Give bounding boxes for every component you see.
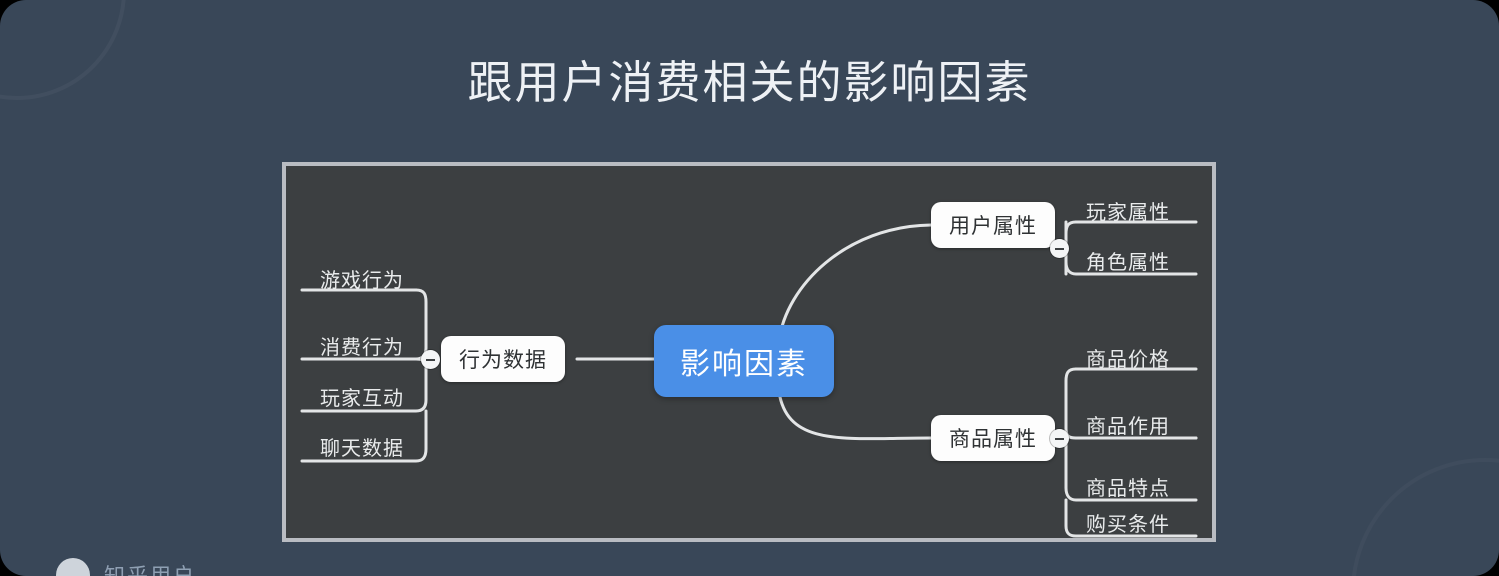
mindmap-branch-behavior-data[interactable]: 行为数据 xyxy=(441,336,565,382)
leaf-line-chat-data xyxy=(300,409,428,463)
mindmap-branch-user-attributes[interactable]: 用户属性 xyxy=(931,202,1055,248)
mindmap-root-label: 影响因素 xyxy=(680,348,808,381)
mindmap-frame: 影响因素 行为数据 游戏行为 消费行为 玩家互动 聊天数据 用户属性 玩家属性 … xyxy=(282,162,1216,542)
page-title: 跟用户消费相关的影响因素 xyxy=(467,57,1032,108)
leaf-label-product-price[interactable]: 商品价格 xyxy=(1086,349,1170,371)
edge-root-to-user xyxy=(777,223,933,343)
watermark-text: 知乎用户 xyxy=(104,560,196,576)
leaf-label-role-attribute[interactable]: 角色属性 xyxy=(1086,252,1170,274)
branch-label-user-attributes: 用户属性 xyxy=(949,215,1037,238)
leaf-label-player-attribute[interactable]: 玩家属性 xyxy=(1086,202,1170,224)
collapse-toggle-behavior-data[interactable] xyxy=(421,350,440,369)
leaf-label-player-interaction[interactable]: 玩家互动 xyxy=(320,388,404,410)
leaf-line-product-effect xyxy=(1064,367,1198,440)
minus-icon xyxy=(426,358,435,361)
leaf-label-game-behavior[interactable]: 游戏行为 xyxy=(320,270,404,292)
leaf-label-product-effect[interactable]: 商品作用 xyxy=(1086,416,1170,438)
minus-icon xyxy=(1055,247,1064,250)
edge-root-to-product xyxy=(777,390,933,441)
branch-label-product-attributes: 商品属性 xyxy=(949,428,1037,451)
leaf-line-player-interaction xyxy=(300,364,428,413)
leaf-label-chat-data[interactable]: 聊天数据 xyxy=(320,438,404,460)
leaf-label-product-feature[interactable]: 商品特点 xyxy=(1086,478,1170,500)
leaf-label-consume-behavior[interactable]: 消费行为 xyxy=(320,337,404,359)
collapse-toggle-product-attributes[interactable] xyxy=(1050,429,1069,448)
leaf-line-purchase-condition xyxy=(1064,498,1198,538)
collapse-toggle-user-attributes[interactable] xyxy=(1050,239,1069,258)
decorative-arc-bottom-right xyxy=(1351,458,1499,576)
leaf-label-purchase-condition[interactable]: 购买条件 xyxy=(1086,514,1170,536)
leaf-line-product-feature xyxy=(1064,436,1198,502)
mindmap-root-node[interactable]: 影响因素 xyxy=(654,325,834,397)
mindmap-branch-product-attributes[interactable]: 商品属性 xyxy=(931,415,1055,461)
branch-label-behavior-data: 行为数据 xyxy=(459,349,547,372)
minus-icon xyxy=(1055,437,1064,440)
watermark: 知乎用户 xyxy=(56,558,196,576)
avatar xyxy=(56,558,90,576)
